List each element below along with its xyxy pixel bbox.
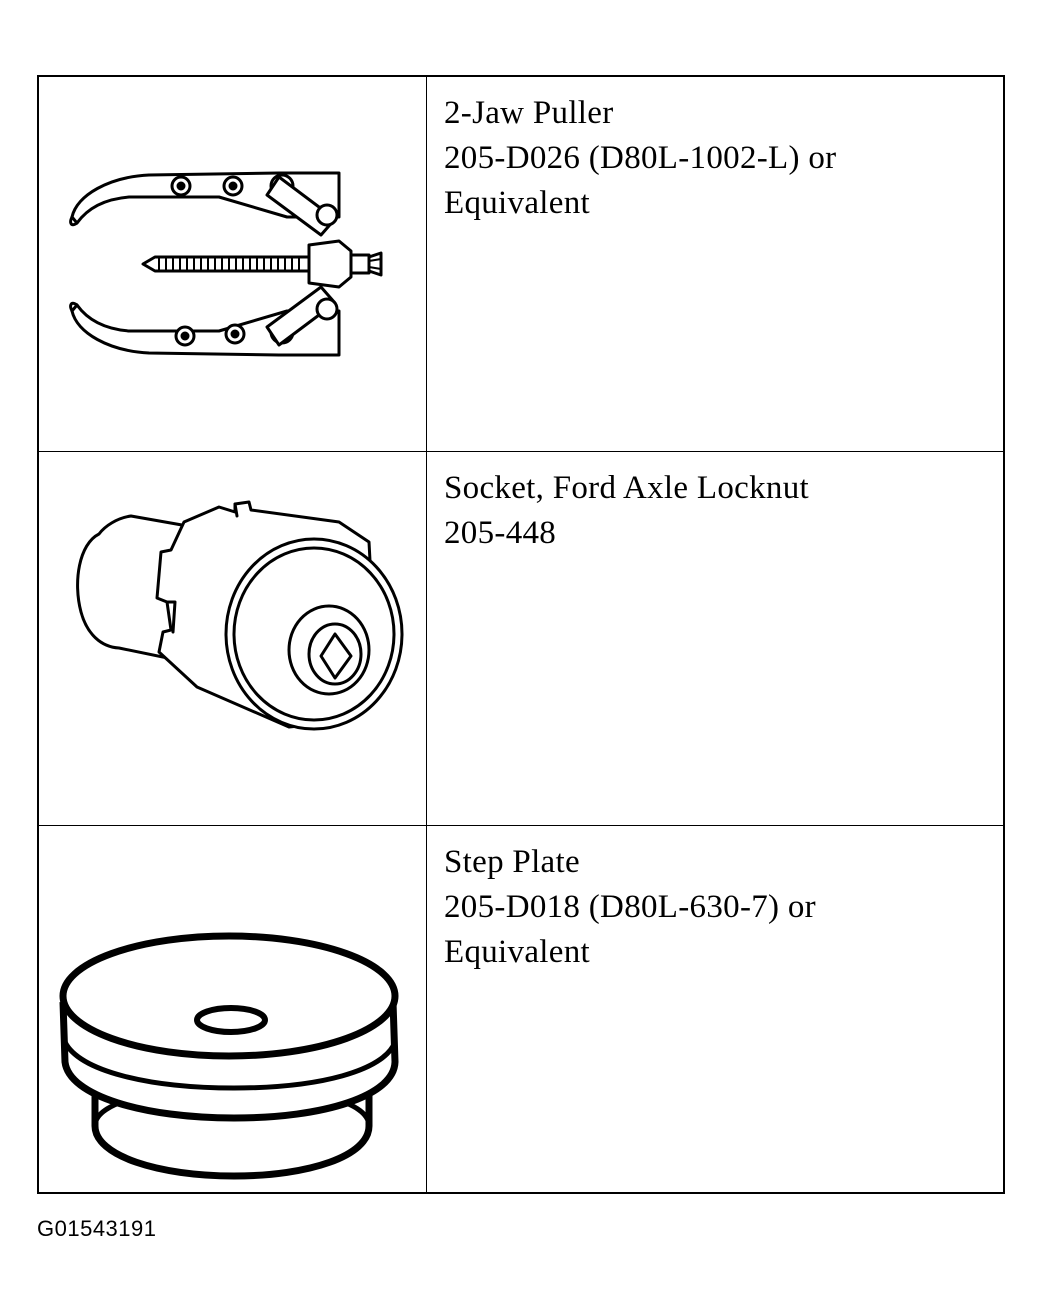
tool-row: Socket, Ford Axle Locknut 205-448 — [39, 452, 1003, 826]
tool-illustration-cell — [39, 452, 427, 825]
jaw-puller-icon — [69, 171, 383, 357]
figure-id: G01543191 — [37, 1216, 157, 1241]
tool-row: Step Plate 205-D018 (D80L-630-7) or Equi… — [39, 826, 1003, 1192]
step-plate-icon — [59, 932, 399, 1180]
tool-name: 2-Jaw Puller — [444, 95, 614, 131]
tool-illustration-cell — [39, 77, 427, 451]
tool-part-number: 205-D018 (D80L-630-7) or — [444, 889, 816, 925]
tool-part-number: 205-448 — [444, 515, 557, 551]
special-tools-table: 2-Jaw Puller 205-D026 (D80L-1002-L) or E… — [37, 75, 1005, 1194]
tool-row: 2-Jaw Puller 205-D026 (D80L-1002-L) or E… — [39, 77, 1003, 452]
tool-name: Step Plate — [444, 844, 580, 880]
tool-equivalent-note: Equivalent — [444, 185, 590, 221]
tool-description: Socket, Ford Axle Locknut 205-448 — [444, 466, 984, 556]
tool-description: 2-Jaw Puller 205-D026 (D80L-1002-L) or E… — [444, 91, 984, 226]
tool-equivalent-note: Equivalent — [444, 934, 590, 970]
tool-illustration-cell — [39, 826, 427, 1192]
tool-description: Step Plate 205-D018 (D80L-630-7) or Equi… — [444, 840, 984, 975]
axle-locknut-socket-icon — [76, 500, 404, 731]
tool-part-number: 205-D026 (D80L-1002-L) or — [444, 140, 837, 176]
tool-name: Socket, Ford Axle Locknut — [444, 470, 809, 506]
